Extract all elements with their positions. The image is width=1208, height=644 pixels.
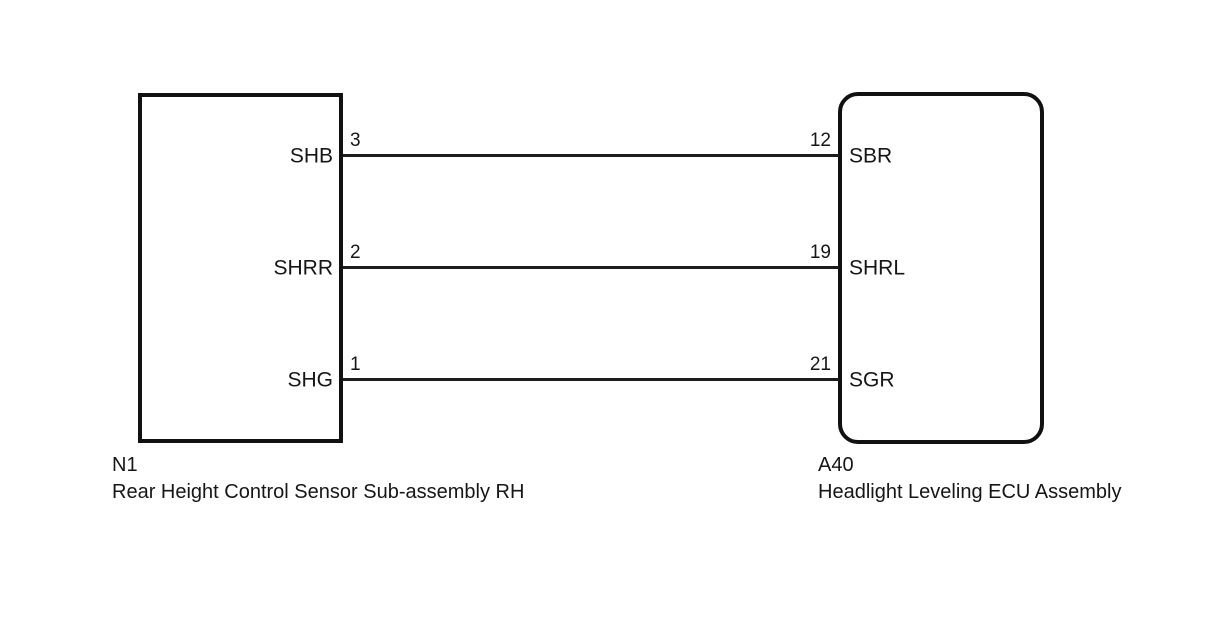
right-component-caption: A40 Headlight Leveling ECU Assembly — [818, 452, 1122, 506]
left-component-caption: N1 Rear Height Control Sensor Sub-assemb… — [112, 452, 524, 506]
left-pin-number-2: 2 — [350, 242, 361, 263]
right-pin-number-19: 19 — [809, 242, 831, 263]
right-pin-signal-sgr: SGR — [849, 368, 895, 392]
right-component-name: Headlight Leveling ECU Assembly — [818, 481, 1122, 503]
left-component-code: N1 — [112, 454, 138, 476]
wire-shg-to-sgr — [343, 378, 839, 381]
wire-shrr-to-shrl — [343, 266, 839, 269]
left-pin-signal-shg: SHG — [287, 368, 333, 392]
left-component-name: Rear Height Control Sensor Sub-assembly … — [112, 481, 525, 503]
right-pin-number-21: 21 — [809, 354, 831, 375]
right-pin-signal-shrl: SHRL — [849, 256, 906, 280]
left-connector-box — [138, 93, 343, 443]
right-connector-box — [838, 92, 1044, 444]
left-pin-number-3: 3 — [350, 130, 361, 151]
left-pin-signal-shb: SHB — [289, 144, 333, 168]
left-pin-signal-shrr: SHRR — [273, 256, 333, 280]
right-component-code: A40 — [818, 454, 854, 476]
wire-shb-to-sbr — [343, 154, 839, 157]
left-pin-number-1: 1 — [350, 354, 361, 375]
right-pin-signal-sbr: SBR — [849, 144, 893, 168]
right-pin-number-12: 12 — [809, 130, 831, 151]
